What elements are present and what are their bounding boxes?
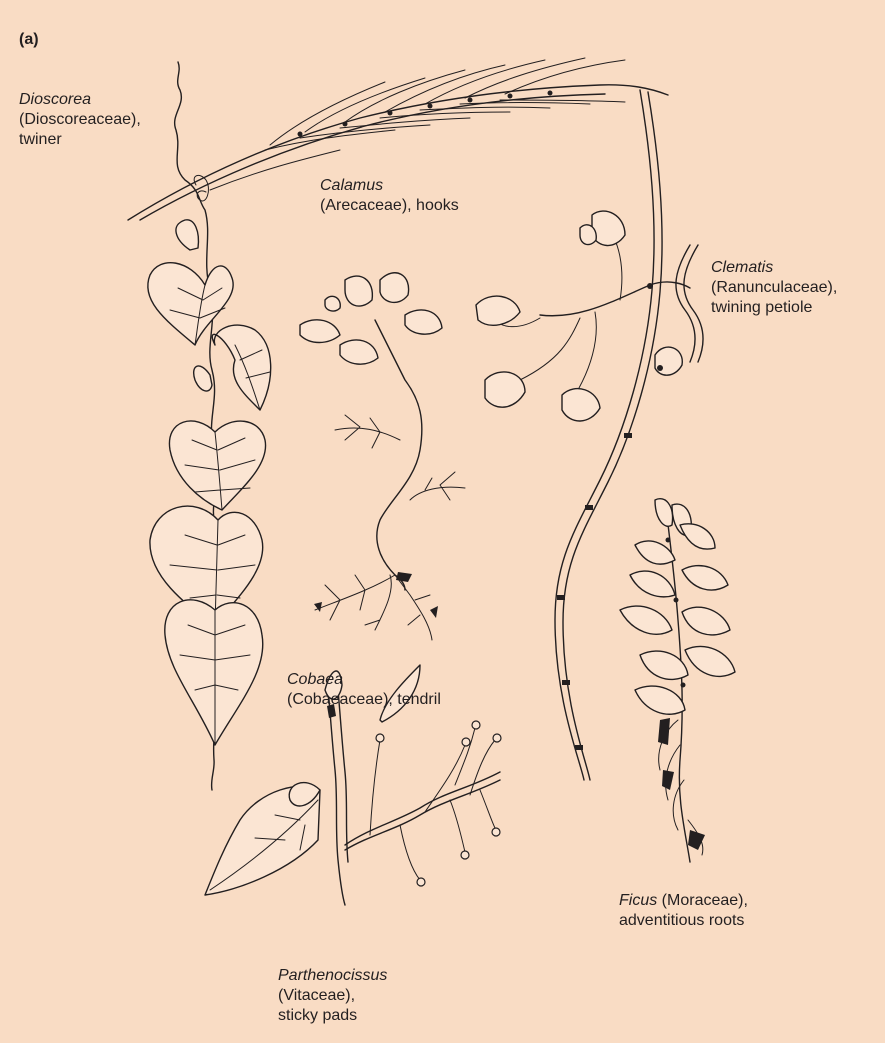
- mechanism-ficus: adventitious roots: [619, 912, 744, 929]
- cobaea-drawing: [300, 273, 465, 640]
- mechanism-parthenocissus: sticky pads: [278, 1007, 357, 1024]
- genus-name-cobaea: Cobaea: [287, 671, 343, 688]
- label-calamus: Calamus (Arecaceae), hooks: [320, 176, 459, 216]
- genus-name-parthenocissus: Parthenocissus: [278, 967, 387, 984]
- family-clematis: (Ranunculaceae),: [711, 279, 837, 296]
- label-ficus: Ficus (Moraceae), adventitious roots: [619, 891, 748, 931]
- genus-name-dioscorea: Dioscorea: [19, 91, 91, 108]
- family-dioscorea: (Dioscoreaceae),: [19, 111, 141, 128]
- label-parthenocissus: Parthenocissus (Vitaceae), sticky pads: [278, 966, 387, 1026]
- label-cobaea: Cobaea (Cobaeaceae), tendril: [287, 670, 441, 710]
- family-parthenocissus: (Vitaceae),: [278, 987, 355, 1004]
- label-dioscorea: Dioscorea (Dioscoreaceae), twiner: [19, 90, 141, 150]
- clematis-drawing: [476, 211, 703, 421]
- family-cobaea: (Cobaeaceae), tendril: [287, 691, 441, 708]
- family-calamus: (Arecaceae), hooks: [320, 197, 459, 214]
- genus-name-ficus: Ficus: [619, 892, 657, 909]
- genus-name-calamus: Calamus: [320, 177, 383, 194]
- mechanism-dioscorea: twiner: [19, 131, 62, 148]
- family-ficus: (Moraceae),: [657, 892, 748, 909]
- ficus-drawing: [620, 499, 735, 862]
- mechanism-clematis: twining petiole: [711, 299, 812, 316]
- genus-name-clematis: Clematis: [711, 259, 773, 276]
- panel-label: (a): [19, 31, 39, 49]
- label-clematis: Clematis (Ranunculaceae), twining petiol…: [711, 258, 837, 318]
- dioscorea-drawing: [148, 62, 271, 790]
